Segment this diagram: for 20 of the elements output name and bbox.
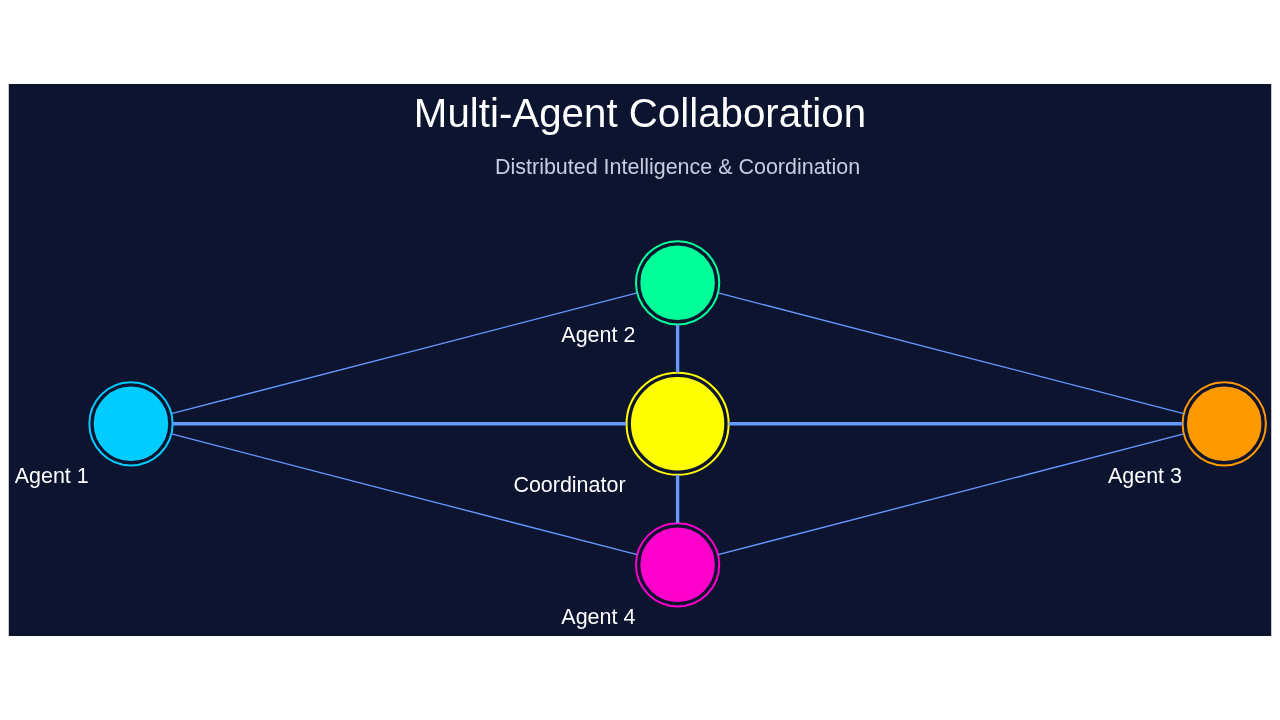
node-circle	[634, 522, 721, 608]
node-label: Agent 2	[561, 322, 636, 347]
connector	[675, 474, 680, 523]
node-label: Agent 1	[14, 463, 89, 488]
connector	[172, 422, 627, 426]
node-circle	[634, 240, 721, 326]
node-circle	[1181, 381, 1267, 467]
connector	[170, 292, 638, 415]
connector	[728, 422, 1183, 426]
connector	[717, 292, 1185, 415]
node-label: Coordinator	[513, 473, 626, 498]
node-label: Agent 4	[561, 604, 636, 629]
node-circle	[88, 381, 174, 467]
label: Distributed Intelligence & Coordination	[495, 154, 861, 179]
node-circle	[625, 371, 730, 476]
connector	[675, 324, 680, 373]
connector	[170, 433, 638, 556]
connector	[717, 433, 1185, 556]
node-label: Agent 3	[1107, 463, 1182, 488]
diagram-title: Multi-Agent Collaboration	[413, 90, 867, 136]
